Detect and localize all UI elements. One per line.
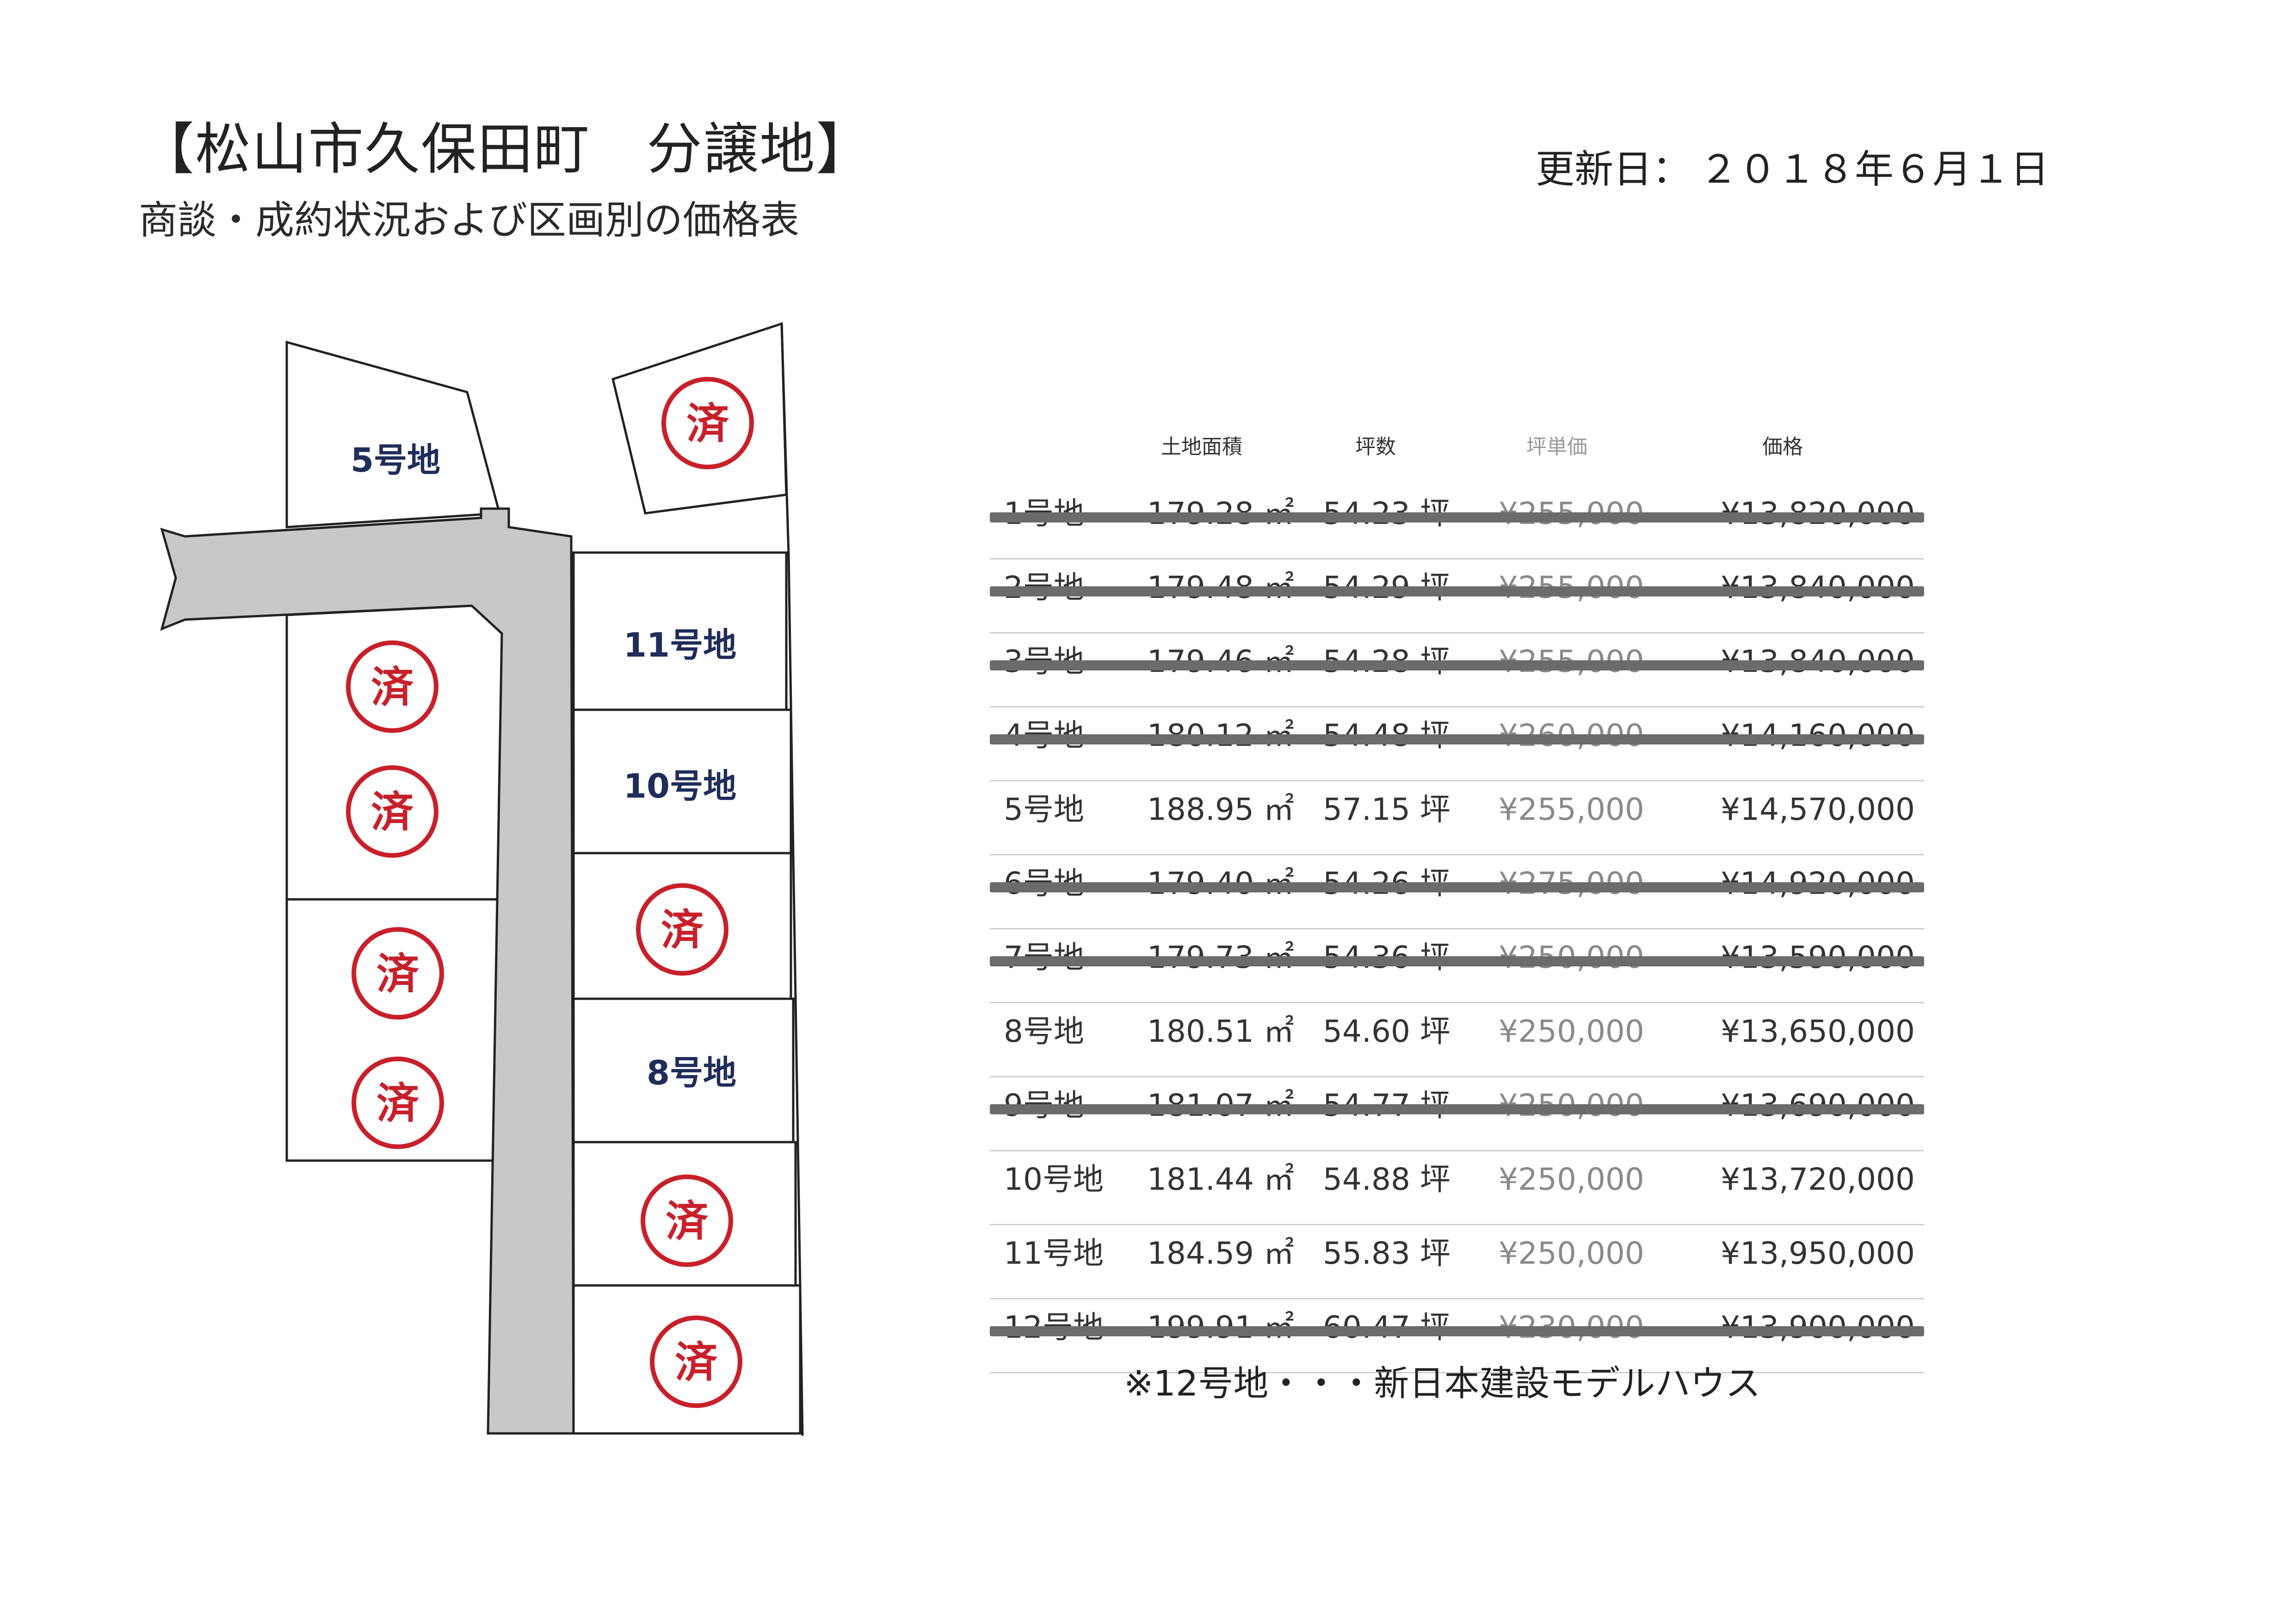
table-row: 8号地 180.51 ㎡ 54.60 坪 ¥250,000 ¥13,650,000 [990,1003,1924,1077]
area-cell: 181.44 ㎡ [1147,1162,1294,1197]
sold-stamp: 済 [352,927,444,1020]
price-cell: ¥13,650,000 [1721,1014,1915,1049]
sold-stamp: 済 [636,883,728,976]
unit-price-cell: ¥250,000 [1499,1162,1644,1197]
sold-strikethrough [990,586,1924,596]
svg-text:済: 済 [371,663,414,712]
table-row: 5号地 188.95 ㎡ 57.15 坪 ¥255,000 ¥14,570,000 [990,781,1924,855]
lot-5-parcel [285,340,501,529]
svg-text:済: 済 [376,949,420,999]
lot-cell: 10号地 [1004,1162,1104,1197]
area-cell: 188.95 ㎡ [1147,792,1294,827]
area-cell: 184.59 ㎡ [1147,1236,1294,1271]
lot-5-label: 5号地 [351,441,440,480]
footnote: ※12号地・・・新日本建設モデルハウス [1124,1363,1761,1404]
sold-stamp: 済 [346,640,438,733]
sold-stamp: 済 [661,377,754,469]
table-row: 11号地 184.59 ㎡ 55.83 坪 ¥250,000 ¥13,950,000 [990,1225,1924,1299]
sold-stamp: 済 [346,765,438,858]
unit-price-cell: ¥250,000 [1499,1236,1644,1271]
price-cell: ¥13,950,000 [1721,1236,1915,1271]
svg-text:済: 済 [686,399,729,449]
sold-strikethrough [990,956,1924,966]
sold-stamp: 済 [650,1316,742,1408]
sold-stamp: 済 [641,1174,733,1267]
svg-text:済: 済 [666,1197,709,1246]
page-title: 【松山市久保田町 分譲地】 [139,117,872,182]
header-price: 価格 [1762,435,1803,459]
lot-10-label: 10号地 [623,767,736,805]
sold-strikethrough [990,882,1924,892]
subdivision-map: 5号地 11号地 10号地 8号地 済 済 済 済 済 済 済 済 [160,322,804,1436]
update-date-label: 更新日： [1536,147,1691,192]
sold-strikethrough [990,734,1924,744]
page-subtitle: 商談・成約状況および区画別の価格表 [139,197,800,243]
lot-11-label: 11号地 [623,626,736,664]
update-date: 更新日：２０１８年６月１日 [1536,148,2049,191]
tsubo-cell: 54.88 坪 [1323,1162,1450,1197]
table-row: 10号地 181.44 ㎡ 54.88 坪 ¥250,000 ¥13,720,000 [990,1151,1924,1225]
lot-cell: 11号地 [1004,1236,1104,1271]
unit-price-cell: ¥250,000 [1499,1014,1644,1049]
lot-cell: 8号地 [1004,1014,1084,1049]
svg-text:済: 済 [661,905,704,955]
lot-cell: 5号地 [1004,792,1084,827]
header-unit-price: 坪単価 [1526,435,1587,459]
svg-text:済: 済 [675,1338,718,1387]
tsubo-cell: 55.83 坪 [1323,1236,1450,1271]
tsubo-cell: 57.15 坪 [1323,792,1450,827]
update-date-value: ２０１８年６月１日 [1699,147,2049,192]
east-boundary [780,323,804,1436]
table-row: 12号地199.91 ㎡60.47 坪¥230,000¥13,900,000 [990,1299,1924,1373]
price-cell: ¥14,570,000 [1721,792,1915,827]
tsubo-cell: 54.60 坪 [1323,1014,1450,1049]
price-table-header: 土地面積 坪数 坪単価 価格 [990,421,1924,486]
sold-strikethrough [990,1326,1924,1336]
svg-text:済: 済 [376,1079,420,1128]
header-area: 土地面積 [1161,435,1242,459]
area-cell: 180.51 ㎡ [1147,1014,1294,1049]
sold-stamp: 済 [352,1057,444,1149]
road [160,507,575,1435]
header-tsubo: 坪数 [1355,435,1396,459]
sold-strikethrough [990,660,1924,670]
sold-strikethrough [990,1104,1924,1114]
unit-price-cell: ¥255,000 [1499,792,1644,827]
price-cell: ¥13,720,000 [1721,1162,1915,1197]
lot-8-label: 8号地 [647,1053,736,1092]
sold-strikethrough [990,512,1924,523]
svg-text:済: 済 [371,787,414,837]
